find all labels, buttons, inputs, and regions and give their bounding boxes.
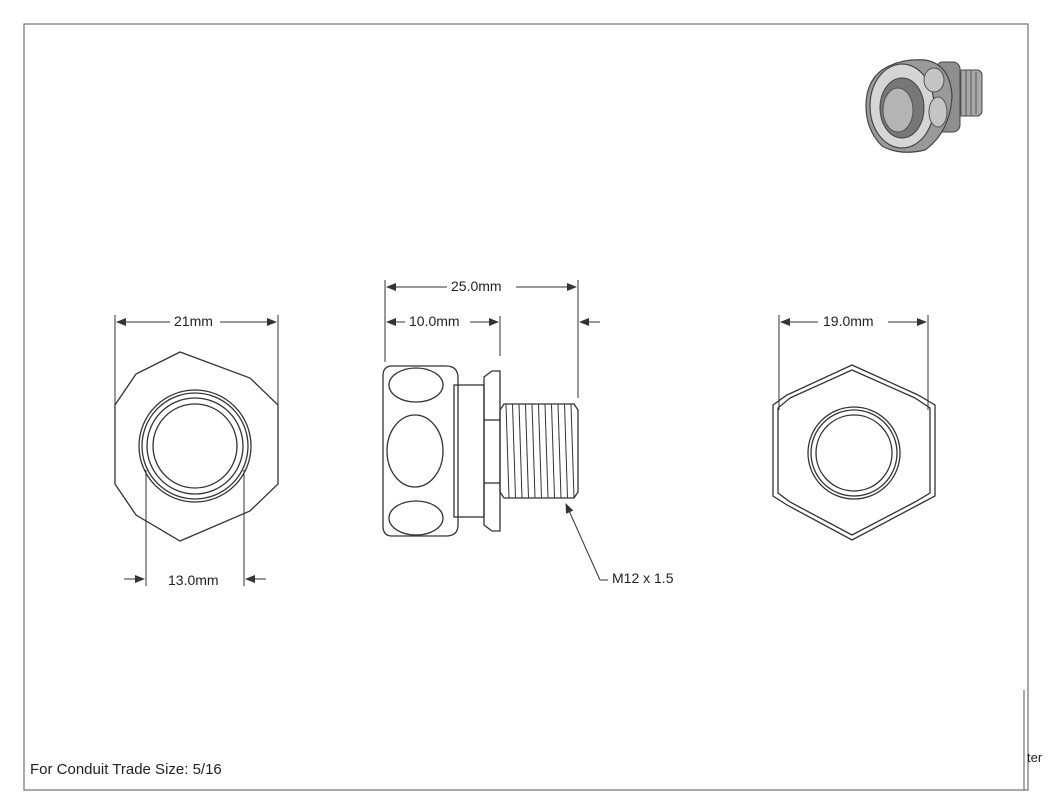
thread-crest-line <box>531 403 536 499</box>
head-flat-bottom <box>388 500 444 536</box>
rear-dimensions <box>778 315 929 410</box>
isometric-view <box>865 59 983 153</box>
title-block-edge-text: ter <box>1027 750 1043 765</box>
rear-outer-ring <box>807 406 901 500</box>
front-outer-ring <box>138 389 252 503</box>
side-hex-flange <box>483 370 501 532</box>
thread-crest-line <box>538 403 542 499</box>
thread-crest-line <box>551 403 555 499</box>
front-bore-label: 13.0mm <box>166 572 221 588</box>
rear-bore-circle <box>815 414 893 492</box>
side-head-outline <box>382 365 459 537</box>
front-hex-outline <box>114 351 279 542</box>
front-dimensions <box>114 315 279 586</box>
thread-callout-label: M12 x 1.5 <box>610 570 676 586</box>
rear-view <box>772 364 936 541</box>
front-ring-2 <box>141 392 249 500</box>
side-thread-body <box>499 403 579 499</box>
rear-width-label: 19.0mm <box>821 313 876 329</box>
front-bore-circle <box>152 403 238 489</box>
conduit-trade-size-note: For Conduit Trade Size: 5/16 <box>30 761 222 778</box>
thread-crest-line <box>544 403 549 499</box>
rear-hex-outline <box>772 364 936 541</box>
thread-crest-line <box>570 403 575 499</box>
front-width-label: 21mm <box>172 313 215 329</box>
thread-crest-line <box>512 403 516 499</box>
thread-crest-line <box>525 403 529 499</box>
side-overall-length-label: 25.0mm <box>449 278 504 294</box>
side-dimensions <box>384 280 608 581</box>
front-view <box>114 351 279 542</box>
thread-crest-line <box>518 403 523 499</box>
head-flat-middle <box>386 414 444 488</box>
head-flat-top <box>388 367 444 403</box>
thread-crest-line <box>505 403 510 499</box>
side-head-length-label: 10.0mm <box>407 313 462 329</box>
thread-crest-line <box>564 403 568 499</box>
sheet-border <box>23 23 1029 791</box>
rear-hex-inner <box>777 369 931 536</box>
front-ring-3 <box>146 397 244 495</box>
thread-crest-line <box>557 403 562 499</box>
rear-ring-2 <box>810 409 898 497</box>
thread-lines <box>505 403 575 499</box>
side-view <box>382 365 579 537</box>
